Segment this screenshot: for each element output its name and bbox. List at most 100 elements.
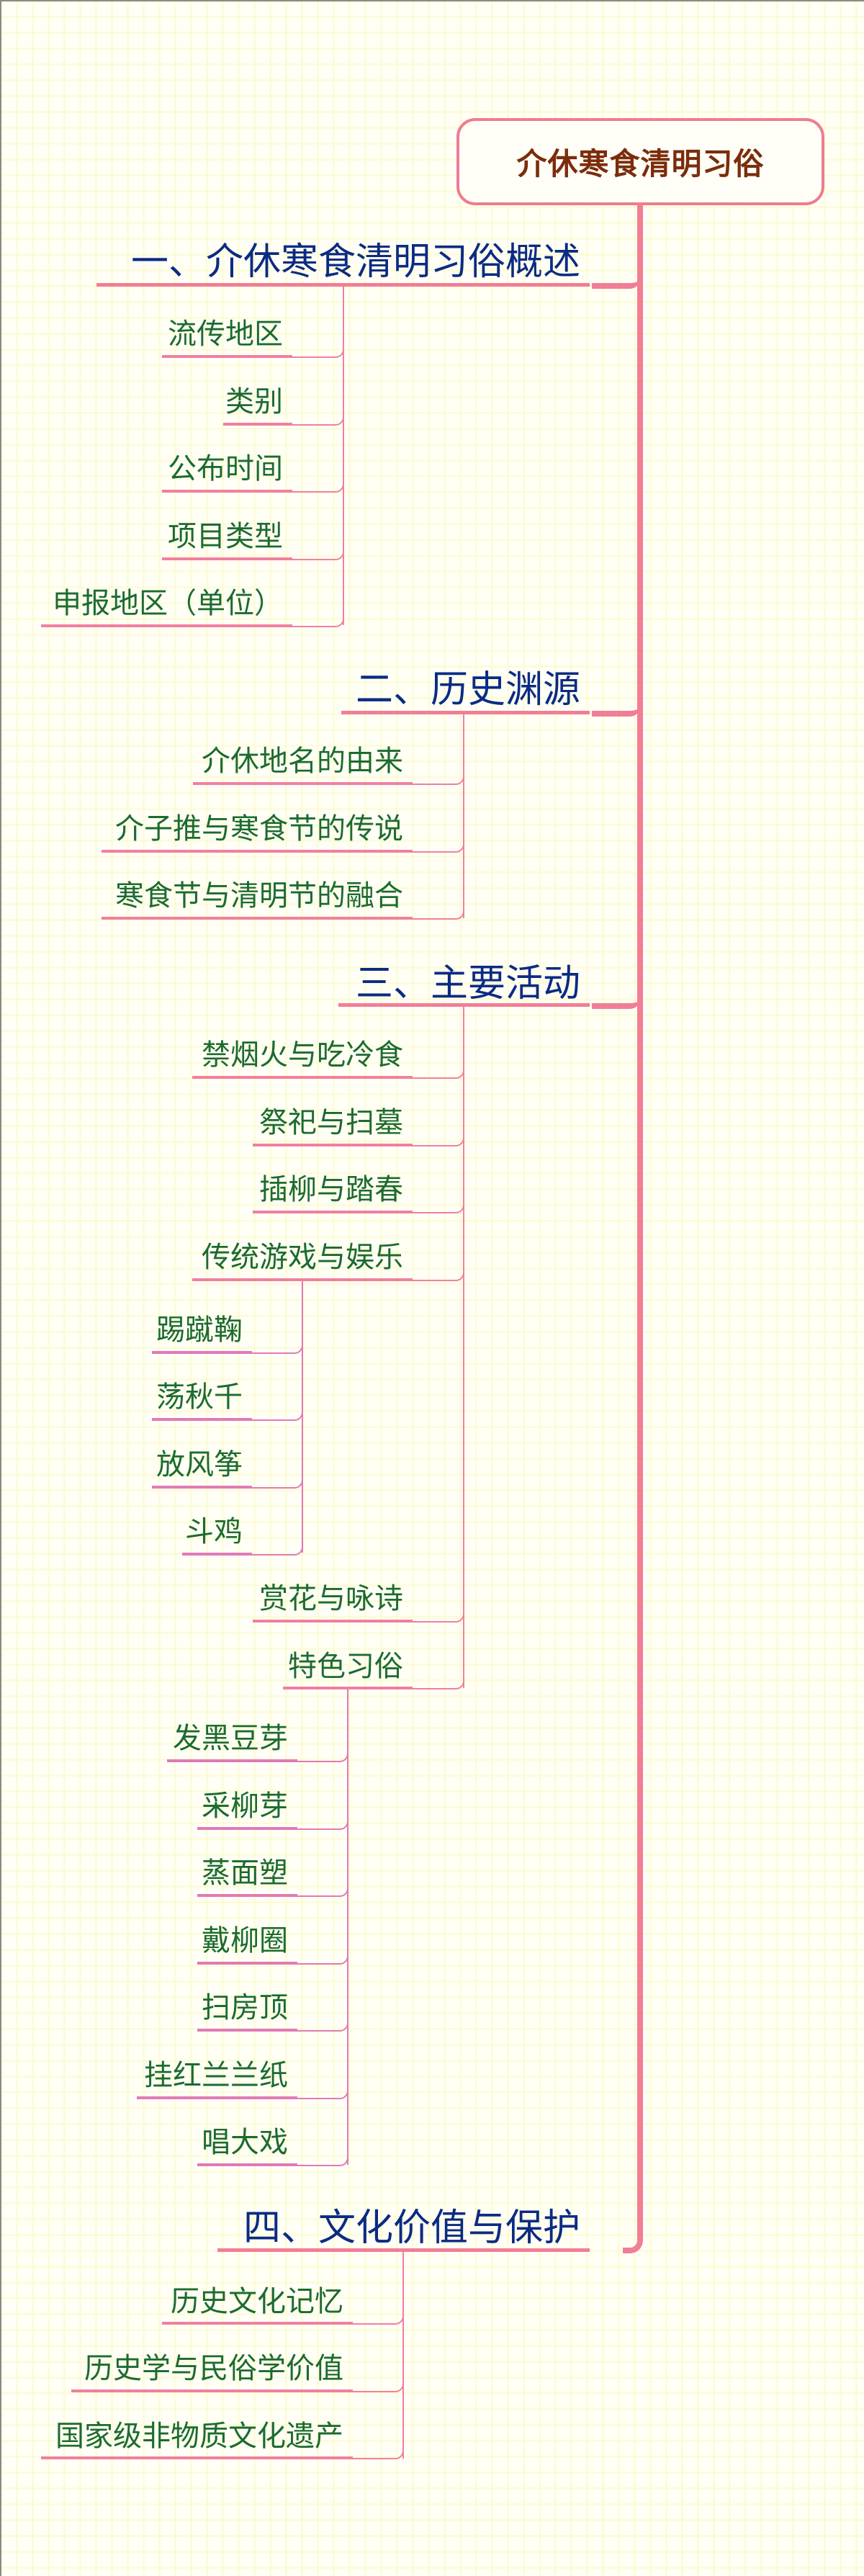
leaf-connector xyxy=(297,1877,348,1897)
section-topic-history[interactable]: 二、历史渊源 xyxy=(355,668,580,712)
main-branch-line xyxy=(637,204,643,2236)
section-underline xyxy=(338,1003,590,1007)
leaf-topic[interactable]: 挂红兰兰纸 xyxy=(144,2059,288,2092)
subtopic[interactable]: 禁烟火与吃冷食 xyxy=(202,1038,403,1072)
leaf-topic[interactable]: 采柳芽 xyxy=(202,1790,288,1823)
leaf-underline xyxy=(182,1553,252,1556)
subtopic-connector xyxy=(353,2440,404,2459)
leaf-underline xyxy=(152,1418,252,1421)
leaf-underline xyxy=(197,2029,297,2032)
root-topic[interactable]: 介休寒食清明习俗 xyxy=(456,118,824,205)
subtopic[interactable]: 流传地区 xyxy=(168,318,283,351)
subtopic-underline xyxy=(41,2456,353,2459)
section-topic-overview[interactable]: 一、介休寒食清明习俗概述 xyxy=(130,241,580,284)
section-underline xyxy=(217,2248,590,2252)
leaf-connector xyxy=(297,1743,348,1762)
subtopic[interactable]: 历史学与民俗学价值 xyxy=(84,2352,343,2385)
leaf-topic[interactable]: 荡秋千 xyxy=(156,1381,243,1414)
section-underline xyxy=(341,711,590,714)
subtopic[interactable]: 申报地区（单位） xyxy=(53,587,283,620)
subtopic-connector xyxy=(292,541,344,560)
subtopic[interactable]: 项目类型 xyxy=(168,520,283,553)
leaf-underline xyxy=(152,1351,252,1354)
leaf-topic[interactable]: 扫房顶 xyxy=(202,1991,288,2024)
leaf-connector xyxy=(297,1810,348,1830)
subtopic-underline xyxy=(162,355,292,358)
subtopic-underline xyxy=(71,2389,353,2392)
leaf-connector xyxy=(252,1334,303,1354)
leaf-connector xyxy=(252,1401,303,1421)
leaf-connector xyxy=(297,2147,348,2166)
subtopic[interactable]: 历史文化记忆 xyxy=(171,2285,343,2318)
subtopic-connector xyxy=(413,1194,464,1213)
subtopic-connector xyxy=(413,1059,464,1079)
subtopic[interactable]: 公布时间 xyxy=(168,452,283,485)
subtopic[interactable]: 介休地名的由来 xyxy=(202,745,403,778)
leaf-topic[interactable]: 发黑豆芽 xyxy=(173,1722,288,1755)
subtopic-connector xyxy=(292,608,344,627)
branch-line xyxy=(343,287,344,625)
subtopic-connector xyxy=(413,1262,464,1281)
section-underline xyxy=(96,283,590,287)
leaf-underline xyxy=(137,2096,297,2099)
leaf-topic[interactable]: 唱大戏 xyxy=(202,2126,288,2159)
subtopic-connector xyxy=(292,338,344,358)
section-connector xyxy=(592,994,640,1009)
leaf-topic[interactable]: 戴柳圈 xyxy=(202,1924,288,1957)
subtopic[interactable]: 传统游戏与娱乐 xyxy=(202,1241,403,1274)
subtopic-underline xyxy=(162,557,292,560)
leaf-connector xyxy=(297,2080,348,2099)
leaf-topic[interactable]: 踢蹴鞠 xyxy=(156,1314,243,1347)
leaf-topic[interactable]: 放风筝 xyxy=(156,1448,243,1481)
subtopic-connector xyxy=(413,1603,464,1623)
leaf-topic[interactable]: 蒸面塑 xyxy=(202,1857,288,1890)
subtopic-underline xyxy=(102,917,413,920)
subtopic[interactable]: 插柳与踏春 xyxy=(259,1173,403,1206)
leaf-connector xyxy=(297,2012,348,2032)
section-connector xyxy=(592,274,640,289)
main-branch-line-end xyxy=(623,2230,643,2253)
subtopic-underline xyxy=(253,1620,413,1623)
subtopic-underline xyxy=(162,2322,353,2325)
subtopic[interactable]: 寒食节与清明节的融合 xyxy=(115,879,403,912)
subtopic-connector xyxy=(353,2373,404,2392)
subtopic-connector xyxy=(413,900,464,920)
leaf-underline xyxy=(197,1962,297,1965)
section-topic-value[interactable]: 四、文化价值与保护 xyxy=(243,2207,580,2250)
branch-line xyxy=(302,1281,303,1553)
leaf-topic[interactable]: 斗鸡 xyxy=(185,1515,243,1548)
subtopic[interactable]: 国家级非物质文化遗产 xyxy=(55,2420,343,2453)
subtopic-connector xyxy=(292,406,344,426)
subtopic-connector xyxy=(413,766,464,785)
subtopic-underline xyxy=(102,850,413,853)
leaf-underline xyxy=(167,1759,297,1762)
subtopic-connector xyxy=(413,833,464,853)
subtopic[interactable]: 介子推与寒食节的传说 xyxy=(115,812,403,845)
subtopic-connector xyxy=(413,1670,464,1689)
subtopic-underline xyxy=(192,1076,413,1079)
subtopic-connector xyxy=(353,2305,404,2325)
section-topic-activities[interactable]: 三、主要活动 xyxy=(355,962,580,1005)
leaf-connector xyxy=(252,1536,303,1556)
branch-line xyxy=(463,714,464,918)
branch-line xyxy=(402,2252,404,2459)
subtopic-underline xyxy=(41,624,292,627)
subtopic-underline xyxy=(192,1278,413,1281)
leaf-underline xyxy=(197,2163,297,2166)
subtopic-connector xyxy=(292,473,344,493)
subtopic[interactable]: 祭祀与扫墓 xyxy=(259,1106,403,1139)
leaf-connector xyxy=(297,1945,348,1965)
branch-line xyxy=(463,1007,464,1688)
subtopic-underline xyxy=(193,782,413,785)
branch-line xyxy=(347,1689,348,2165)
subtopic-underline xyxy=(283,1687,413,1689)
section-connector xyxy=(592,701,640,717)
subtopic[interactable]: 类别 xyxy=(225,385,283,418)
subtopic-underline xyxy=(162,490,292,493)
subtopic-underline xyxy=(223,423,292,426)
subtopic[interactable]: 赏花与咏诗 xyxy=(259,1582,403,1615)
leaf-underline xyxy=(197,1827,297,1830)
subtopic[interactable]: 特色习俗 xyxy=(288,1650,403,1683)
root-topic-label: 介休寒食清明习俗 xyxy=(516,146,765,181)
